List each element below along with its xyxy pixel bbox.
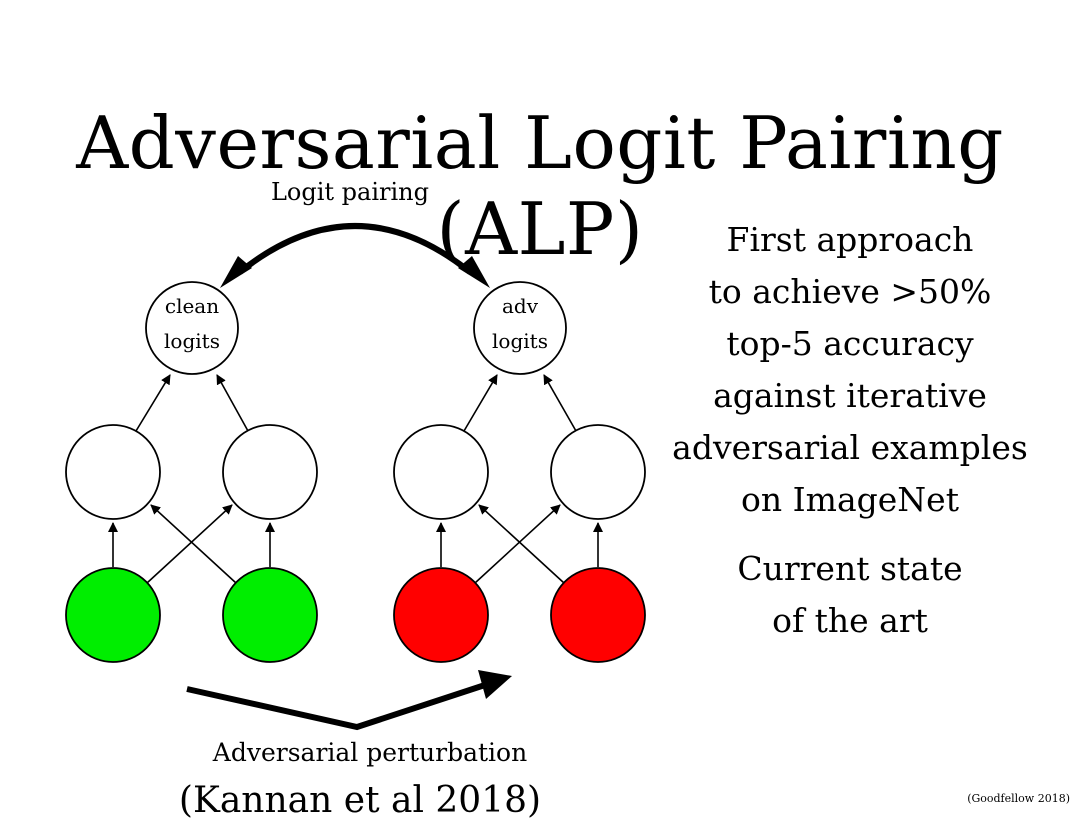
adv-logits-label-2: logits [492, 329, 548, 353]
slide-title: Adversarial Logit Pairing (ALP) [76, 101, 1004, 271]
clean-input-node-1 [65, 567, 161, 663]
adv-logits-node: adv logits [473, 281, 567, 375]
adv-logits-label-1: adv [502, 294, 539, 318]
clean-network-edges [108, 374, 275, 584]
description-line: top-5 accuracy [726, 324, 974, 363]
description-line: adversarial examples [672, 428, 1028, 467]
status-line: of the art [772, 601, 928, 640]
adv-input-node-1 [393, 567, 489, 663]
logit-pairing-arrow [220, 223, 490, 288]
perturbation-arrow [186, 670, 512, 731]
adv-input-node-2 [550, 567, 646, 663]
citation: (Kannan et al 2018) [178, 780, 542, 821]
status-block: Current state of the art [660, 543, 1040, 647]
adv-hidden-node-1 [393, 424, 489, 520]
description-block: First approach to achieve >50% top-5 acc… [660, 214, 1040, 526]
adv-network-edges [436, 374, 603, 584]
description-line: against iterative [713, 376, 987, 415]
clean-logits-label-2: logits [164, 329, 220, 353]
logit-pairing-label: Logit pairing [270, 178, 429, 206]
clean-hidden-node-2 [222, 424, 318, 520]
clean-logits-node: clean logits [145, 281, 239, 375]
clean-hidden-node-1 [65, 424, 161, 520]
clean-input-node-2 [222, 567, 318, 663]
clean-logits-label-1: clean [165, 294, 219, 318]
description-line: on ImageNet [741, 480, 959, 519]
adversarial-perturbation-label: Adversarial perturbation [212, 738, 528, 767]
credit: (Goodfellow 2018) [967, 792, 1070, 805]
status-line: Current state [737, 549, 963, 588]
description-line: to achieve >50% [708, 272, 992, 311]
adv-hidden-node-2 [550, 424, 646, 520]
description-line: First approach [726, 220, 974, 259]
